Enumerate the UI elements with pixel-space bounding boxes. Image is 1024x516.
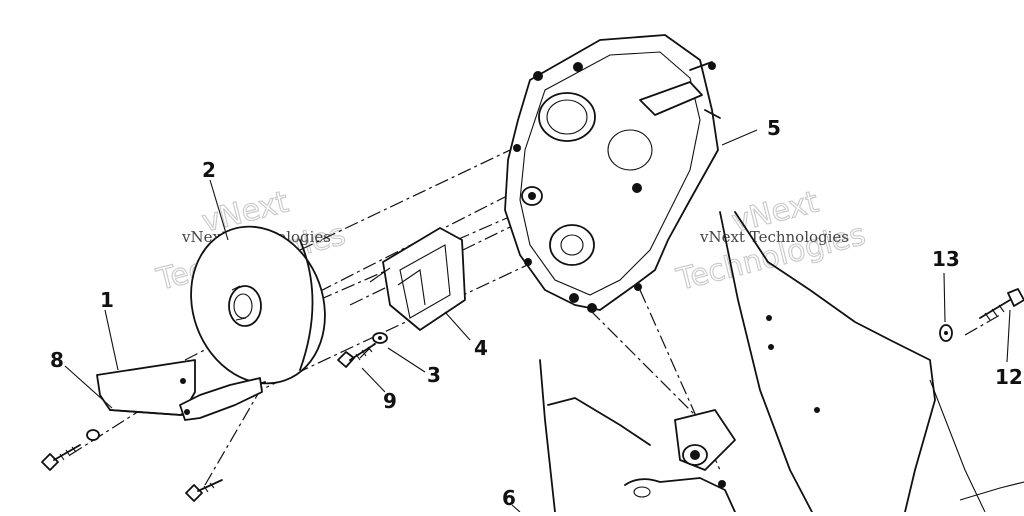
watermark-right: vNext Technologies vNext Technologies	[672, 184, 870, 299]
callout-5: 5	[767, 116, 781, 140]
bolt-8	[41, 429, 100, 471]
mount-block	[369, 227, 466, 331]
callout-8: 8	[50, 348, 64, 372]
gear-case-housing	[504, 34, 721, 313]
bolt-lower	[185, 479, 223, 502]
bolt-12	[979, 288, 1024, 321]
callout-1: 1	[100, 288, 114, 312]
callout-6: 6	[502, 486, 516, 510]
lower-frame	[539, 359, 1024, 513]
bolt-9	[337, 343, 376, 368]
callout-labels: 1 2 3 4 5 6 8 9 12 13	[50, 116, 1023, 510]
frame-panel	[719, 211, 986, 513]
mounting-bracket	[96, 359, 266, 421]
washer-3	[372, 332, 388, 344]
pulley-disc	[190, 225, 326, 385]
callout-3: 3	[427, 363, 441, 387]
watermark-right-small: vNext Technologies	[699, 228, 849, 246]
callout-4: 4	[474, 336, 488, 360]
leader-lines	[64, 129, 1011, 513]
callout-13: 13	[932, 247, 960, 271]
callout-12: 12	[995, 365, 1023, 389]
callout-9: 9	[383, 389, 397, 413]
callout-2: 2	[202, 158, 216, 182]
washer-13	[939, 324, 953, 342]
